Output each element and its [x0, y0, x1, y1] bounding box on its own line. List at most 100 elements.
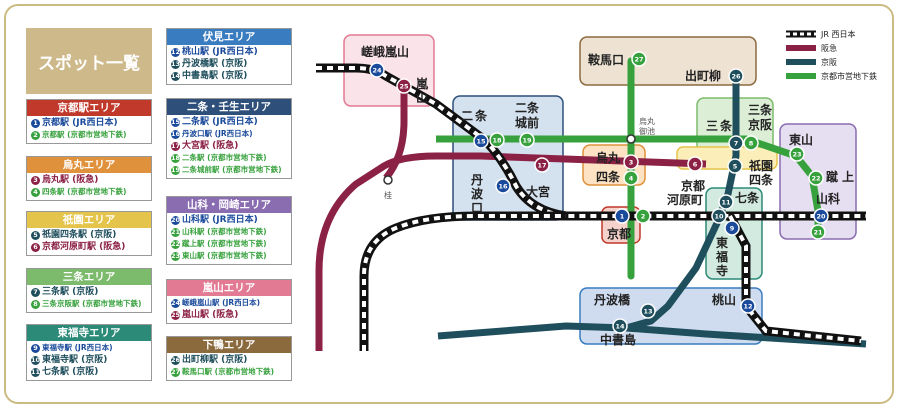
station-marker-23[interactable]: 23 [789, 146, 805, 162]
station-marker-10[interactable]: 10 [711, 208, 727, 224]
label-tanbaguchi-2: 波 [471, 186, 484, 201]
station-number-badge: 21 [171, 227, 181, 237]
station-number-badge: 20 [171, 215, 181, 225]
station-marker-9[interactable]: 9 [724, 220, 740, 236]
station-marker-27[interactable]: 27 [631, 51, 647, 67]
station-marker-3[interactable]: 3 [623, 154, 639, 170]
station-marker-21[interactable]: 21 [810, 224, 826, 240]
svg-text:12: 12 [743, 303, 752, 311]
station-number-badge: 25 [171, 310, 181, 320]
spot-label: 丹波口駅 (JR西日本) [182, 129, 253, 138]
svg-text:21: 21 [813, 229, 823, 237]
station-marker-17[interactable]: 17 [534, 157, 550, 173]
svg-text:6: 6 [693, 161, 698, 169]
svg-text:18: 18 [492, 137, 502, 145]
label-tanbabashi: 丹波橋 [594, 292, 631, 307]
station-marker-2[interactable]: 2 [635, 208, 651, 224]
svg-text:26: 26 [731, 73, 741, 81]
station-marker-14[interactable]: 14 [612, 318, 628, 334]
station-marker-26[interactable]: 26 [728, 68, 744, 84]
svg-text:20: 20 [816, 213, 826, 221]
label-gion-2: 四条 [749, 172, 774, 187]
label-kuramaguchi: 鞍馬口 [588, 52, 624, 67]
station-marker-8[interactable]: 8 [743, 135, 759, 151]
label-kyoto: 京都 [607, 226, 631, 241]
area-box-shimogamo[interactable] [579, 36, 757, 86]
station-number-badge: 13 [171, 59, 181, 69]
station-marker-4[interactable]: 4 [623, 170, 639, 186]
label-karasuma: 烏丸 [596, 150, 621, 165]
label-karasuma-oike-2: 御池 [639, 126, 655, 136]
station-marker-16[interactable]: 16 [495, 178, 511, 194]
station-marker-15[interactable]: 15 [473, 133, 489, 149]
page-title: スポット一覧 [26, 28, 152, 94]
station-marker-12[interactable]: 12 [740, 298, 756, 314]
svg-text:京阪: 京阪 [821, 57, 837, 67]
station-marker-20[interactable]: 20 [813, 208, 829, 224]
label-nijojo-1: 二条 [515, 100, 540, 115]
station-marker-5[interactable]: 5 [727, 158, 743, 174]
station-marker-13[interactable]: 13 [640, 303, 656, 319]
spot-label: 三条駅 (京阪) [42, 287, 99, 297]
label-katsura: 桂 [384, 190, 392, 200]
station-number-badge: 12 [171, 47, 181, 57]
station-marker-19[interactable]: 19 [519, 132, 535, 148]
station-marker-22[interactable]: 22 [808, 170, 824, 186]
map-legend: JR 西日本 阪急 京阪 京都市営地下鉄 [786, 29, 877, 81]
svg-text:16: 16 [498, 183, 508, 191]
legend-keihan: 京阪 [786, 57, 837, 67]
label-karasuma-oike-1: 烏丸 [639, 116, 655, 126]
station-marker-11[interactable]: 11 [718, 194, 734, 210]
station-marker-6[interactable]: 6 [687, 156, 703, 172]
station-marker-24[interactable]: 24 [369, 62, 385, 78]
legend-hankyu: 阪急 [786, 43, 837, 53]
label-tanbaguchi-3: 口 [471, 201, 483, 215]
label-keage-1: 蹴 [826, 169, 838, 184]
station-marker-18[interactable]: 18 [489, 132, 505, 148]
area-card-header: 山科・岡崎エリア [167, 197, 291, 213]
station-marker-25[interactable]: 25 [396, 78, 412, 94]
station-number-badge: 8 [31, 299, 40, 309]
station-number-badge: 16 [171, 129, 181, 139]
station-marker-1[interactable]: 1 [614, 208, 630, 224]
svg-text:4: 4 [629, 175, 634, 183]
label-gion-1: 祇園 [748, 158, 773, 173]
label-sanjo-2: 条 [719, 118, 733, 133]
spot-label: 烏丸駅 (阪急) [42, 175, 99, 185]
station-marker-7[interactable]: 7 [728, 135, 744, 151]
station-number-badge: 11 [31, 367, 41, 377]
svg-text:1: 1 [620, 213, 625, 221]
svg-text:8: 8 [749, 140, 754, 148]
label-sanjo-keihan-1: 三条 [748, 102, 773, 117]
